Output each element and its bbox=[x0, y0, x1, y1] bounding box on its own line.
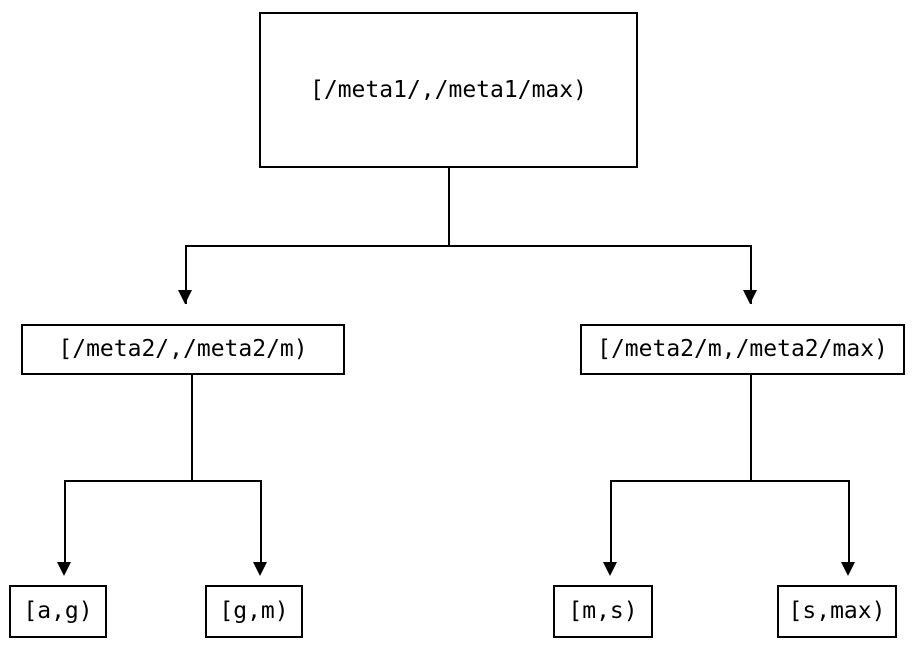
edge-root-stem bbox=[448, 168, 450, 246]
edge-mid-right-bar bbox=[610, 480, 850, 482]
arrowhead-mid-left-to-leaf-gm-icon bbox=[253, 562, 267, 576]
arrowhead-root-to-mid-left-icon bbox=[178, 290, 192, 304]
node-leaf-smax-label: [s,max) bbox=[788, 598, 886, 624]
node-leaf-gm[interactable]: [g,m) bbox=[205, 585, 303, 638]
node-root[interactable]: [/meta1/,/meta1/max) bbox=[259, 12, 638, 168]
edge-mid-left-bar bbox=[64, 480, 262, 482]
node-leaf-ag[interactable]: [a,g) bbox=[9, 585, 107, 638]
node-root-label: [/meta1/,/meta1/max) bbox=[310, 76, 587, 103]
arrowhead-mid-right-to-leaf-ms-icon bbox=[603, 562, 617, 576]
edge-mid-left-to-leaf-ag bbox=[64, 480, 66, 565]
edge-root-to-mid-right bbox=[750, 245, 752, 304]
edge-mid-right-stem bbox=[750, 375, 752, 482]
edge-mid-left-to-leaf-gm bbox=[260, 480, 262, 565]
edge-mid-right-to-leaf-ms bbox=[610, 480, 612, 565]
node-mid-right[interactable]: [/meta2/m,/meta2/max) bbox=[580, 324, 905, 375]
edge-mid-right-to-leaf-smax bbox=[848, 480, 850, 565]
edge-mid-left-stem bbox=[191, 375, 193, 482]
node-mid-left-label: [/meta2/,/meta2/m) bbox=[58, 336, 308, 362]
edge-root-bar bbox=[185, 245, 752, 247]
node-leaf-smax[interactable]: [s,max) bbox=[777, 585, 897, 638]
node-leaf-gm-label: [g,m) bbox=[219, 598, 289, 624]
edge-root-to-mid-left bbox=[185, 245, 187, 304]
node-mid-right-label: [/meta2/m,/meta2/max) bbox=[597, 336, 888, 362]
arrowhead-mid-left-to-leaf-ag-icon bbox=[57, 562, 71, 576]
node-leaf-ms-label: [m,s) bbox=[568, 598, 638, 624]
node-leaf-ms[interactable]: [m,s) bbox=[553, 585, 653, 638]
arrowhead-mid-right-to-leaf-smax-icon bbox=[841, 562, 855, 576]
node-leaf-ag-label: [a,g) bbox=[23, 598, 93, 624]
node-mid-left[interactable]: [/meta2/,/meta2/m) bbox=[21, 324, 345, 375]
arrowhead-root-to-mid-right-icon bbox=[743, 290, 757, 304]
